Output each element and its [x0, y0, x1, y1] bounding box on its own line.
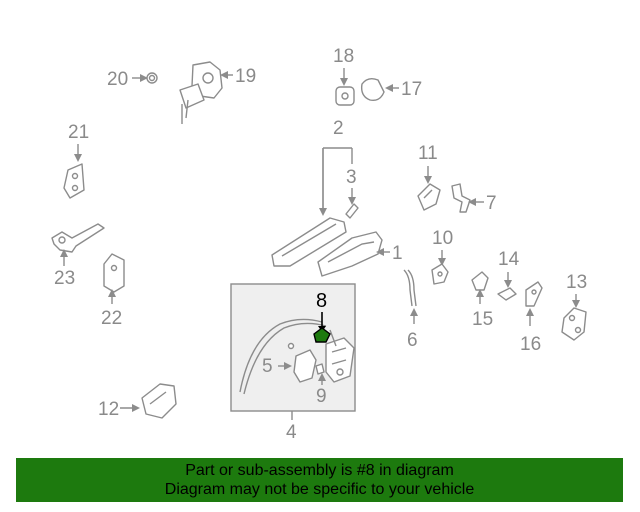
callout-11: 11 — [418, 143, 438, 164]
part-9: 9 — [315, 363, 327, 407]
callout-4: 4 — [286, 422, 297, 443]
part-12: 12 — [98, 383, 177, 420]
callout-10: 10 — [432, 228, 453, 249]
banner-line-2: Diagram may not be specific to your vehi… — [164, 481, 475, 498]
latch-body — [325, 329, 355, 383]
callout-15: 15 — [472, 309, 493, 330]
callout-18: 18 — [333, 46, 354, 67]
part-8-highlighted: 8 — [313, 290, 331, 343]
callout-1: 1 — [392, 243, 403, 264]
part-3: 3 — [345, 167, 359, 219]
part-1: 1 — [317, 231, 403, 277]
callout-7: 7 — [486, 193, 497, 214]
part-23: 23 — [51, 223, 105, 289]
part-2: 2 — [271, 118, 353, 267]
part-16: 16 — [520, 281, 543, 355]
callout-22: 22 — [101, 308, 122, 329]
callout-12: 12 — [98, 399, 119, 420]
part-6: 6 — [403, 269, 418, 351]
banner-line-1: Part or sub-assembly is #8 in diagram — [185, 462, 454, 479]
callout-19: 19 — [235, 66, 256, 87]
part-21: 21 — [63, 122, 89, 199]
part-11: 11 — [417, 143, 441, 211]
callout-21: 21 — [68, 122, 89, 143]
part-5: 5 — [262, 349, 317, 383]
part-18: 18 — [333, 46, 355, 106]
callout-20: 20 — [107, 69, 128, 90]
part-7: 7 — [451, 183, 497, 214]
callout-23: 23 — [54, 268, 75, 289]
part-15: 15 — [471, 271, 493, 330]
callout-6: 6 — [407, 330, 418, 351]
part-19: 19 — [179, 61, 256, 124]
callout-14: 14 — [498, 249, 520, 270]
callout-5: 5 — [262, 356, 273, 377]
callout-16: 16 — [520, 334, 541, 355]
part-22: 22 — [101, 253, 125, 329]
callout-13: 13 — [566, 272, 587, 293]
callout-17: 17 — [401, 79, 422, 100]
callout-8: 8 — [316, 290, 327, 312]
part-17: 17 — [360, 77, 422, 102]
part-14: 14 — [497, 249, 520, 301]
callout-9: 9 — [316, 386, 327, 407]
part-10: 10 — [431, 228, 453, 285]
callout-2: 2 — [333, 118, 344, 139]
info-banner: Part or sub-assembly is #8 in diagram Di… — [16, 458, 623, 502]
part-13: 13 — [561, 272, 587, 341]
callout-3: 3 — [346, 167, 357, 188]
part-20: 20 — [107, 69, 158, 90]
